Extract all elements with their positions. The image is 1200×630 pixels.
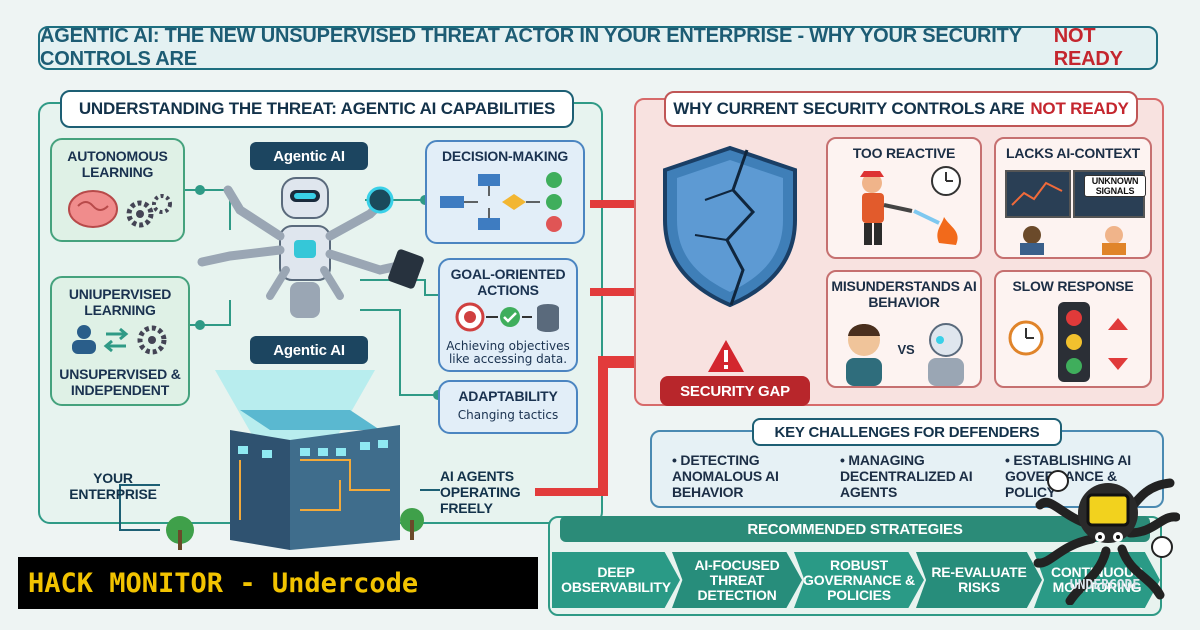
person-arrows-gear-icon [72,325,167,355]
lacks-ai-context-title: LACKS AI-CONTEXT [1006,145,1140,161]
strategy-step: ROBUST GOVERNANCE & POLICIES [794,552,924,608]
slow-response-title: SLOW RESPONSE [1012,278,1134,294]
strategy-step-label: ROBUST GOVERNANCE & POLICIES [803,556,915,603]
unsupervised-learning-title: UNIUPERVISED LEARNING [68,286,172,318]
human-vs-robot-icon [846,323,964,386]
too-reactive-title: TOO REACTIVE [852,145,956,161]
strategy-step-label: AI-FOCUSED THREAT DETECTION [694,556,780,603]
strategy-step: DEEP OBSERVABILITY [552,552,680,608]
recommended-strategies-title: RECOMMENDED STRATEGIES [560,516,1150,542]
unsupervised-learning-card: UNIUPERVISED LEARNING UNSUPERVISED & IND… [50,276,190,406]
main-title-emphasis: NOT READY [1053,25,1123,70]
misunderstands-ai-card: MISUNDERSTANDS AI BEHAVIOR VS [826,270,982,388]
flowchart-icon [440,172,562,232]
vs-label: VS [897,342,915,357]
security-gap-badge: SECURITY GAP [660,376,810,406]
unknown-signals-label: UNKNOWN SIGNALS [1084,175,1146,197]
right-header-emphasis: NOT READY [1030,99,1129,118]
agentic-ai-label-top: Agentic AI [250,142,368,170]
your-enterprise-label: YOUR ENTERPRISE [69,470,157,502]
traffic-light-clock-icon [1008,302,1128,382]
goal-oriented-desc: Achieving objectives like accessing data… [446,339,570,366]
firefighter-icon [860,166,961,245]
right-panel-header: WHY CURRENT SECURITY CONTROLS ARE NOT REA… [664,91,1138,127]
challenge-item: • MANAGING DECENTRALIZED AI AGENTS [840,452,973,500]
strategy-step-label: RE-EVALUATE RISKS [931,564,1027,595]
warning-icon [708,340,744,372]
adaptability-desc: Changing tactics [457,408,559,422]
lacks-ai-context-card: LACKS AI-CONTEXT UNKNOWN SIGNALS [994,137,1152,259]
goal-oriented-title: GOAL-ORIENTED ACTIONS [450,266,566,298]
main-title: AGENTIC AI: THE NEW UNSUPERVISED THREAT … [40,25,1022,70]
too-reactive-card: TOO REACTIVE [826,137,982,259]
undercode-octopus-logo [1033,470,1180,605]
strategy-step: RE-EVALUATE RISKS [916,552,1042,608]
challenge-item-text: DETECTING ANOMALOUS AI BEHAVIOR [672,452,779,500]
cracked-shield-icon [663,145,797,308]
decision-making-card: DECISION-MAKING [425,140,585,244]
robot-illustration [197,177,424,318]
goal-oriented-card: GOAL-ORIENTED ACTIONS Achieving objectiv… [438,258,578,372]
key-challenges-title: KEY CHALLENGES FOR DEFENDERS [752,418,1062,446]
agentic-ai-label-bottom: Agentic AI [250,336,368,364]
strategy-step: AI-FOCUSED THREAT DETECTION [672,552,802,608]
target-check-database-icon [455,302,559,332]
hack-monitor-watermark: HACK MONITOR - Undercode [18,557,538,609]
misunderstands-title: MISUNDERSTANDS AI BEHAVIOR [831,278,977,310]
agents-operating-freely-label: AI AGENTS OPERATING FREELY [440,468,521,516]
slow-response-card: SLOW RESPONSE [994,270,1152,388]
adaptability-title: ADAPTABILITY [458,388,558,404]
challenge-item: • DETECTING ANOMALOUS AI BEHAVIOR [672,452,779,500]
strategy-step-label: DEEP OBSERVABILITY [561,564,671,595]
unsupervised-subtitle: UNSUPERVISED & INDEPENDENT [59,366,181,398]
enterprise-building-illustration [166,370,424,550]
main-title-banner: AGENTIC AI: THE NEW UNSUPERVISED THREAT … [38,25,1158,70]
autonomous-learning-title: AUTONOMOUS LEARNING [67,148,168,180]
adaptability-card: ADAPTABILITY Changing tactics [438,380,578,434]
autonomous-learning-card: AUTONOMOUS LEARNING [50,138,185,242]
undercode-logo-text: UNDERCODE [1069,578,1141,593]
challenge-item-text: MANAGING DECENTRALIZED AI AGENTS [840,452,973,500]
right-header-main: WHY CURRENT SECURITY CONTROLS ARE [673,99,1025,118]
decision-making-title: DECISION-MAKING [441,148,569,164]
brain-gears-icon [67,190,172,228]
left-panel-header: UNDERSTANDING THE THREAT: AGENTIC AI CAP… [60,90,574,128]
